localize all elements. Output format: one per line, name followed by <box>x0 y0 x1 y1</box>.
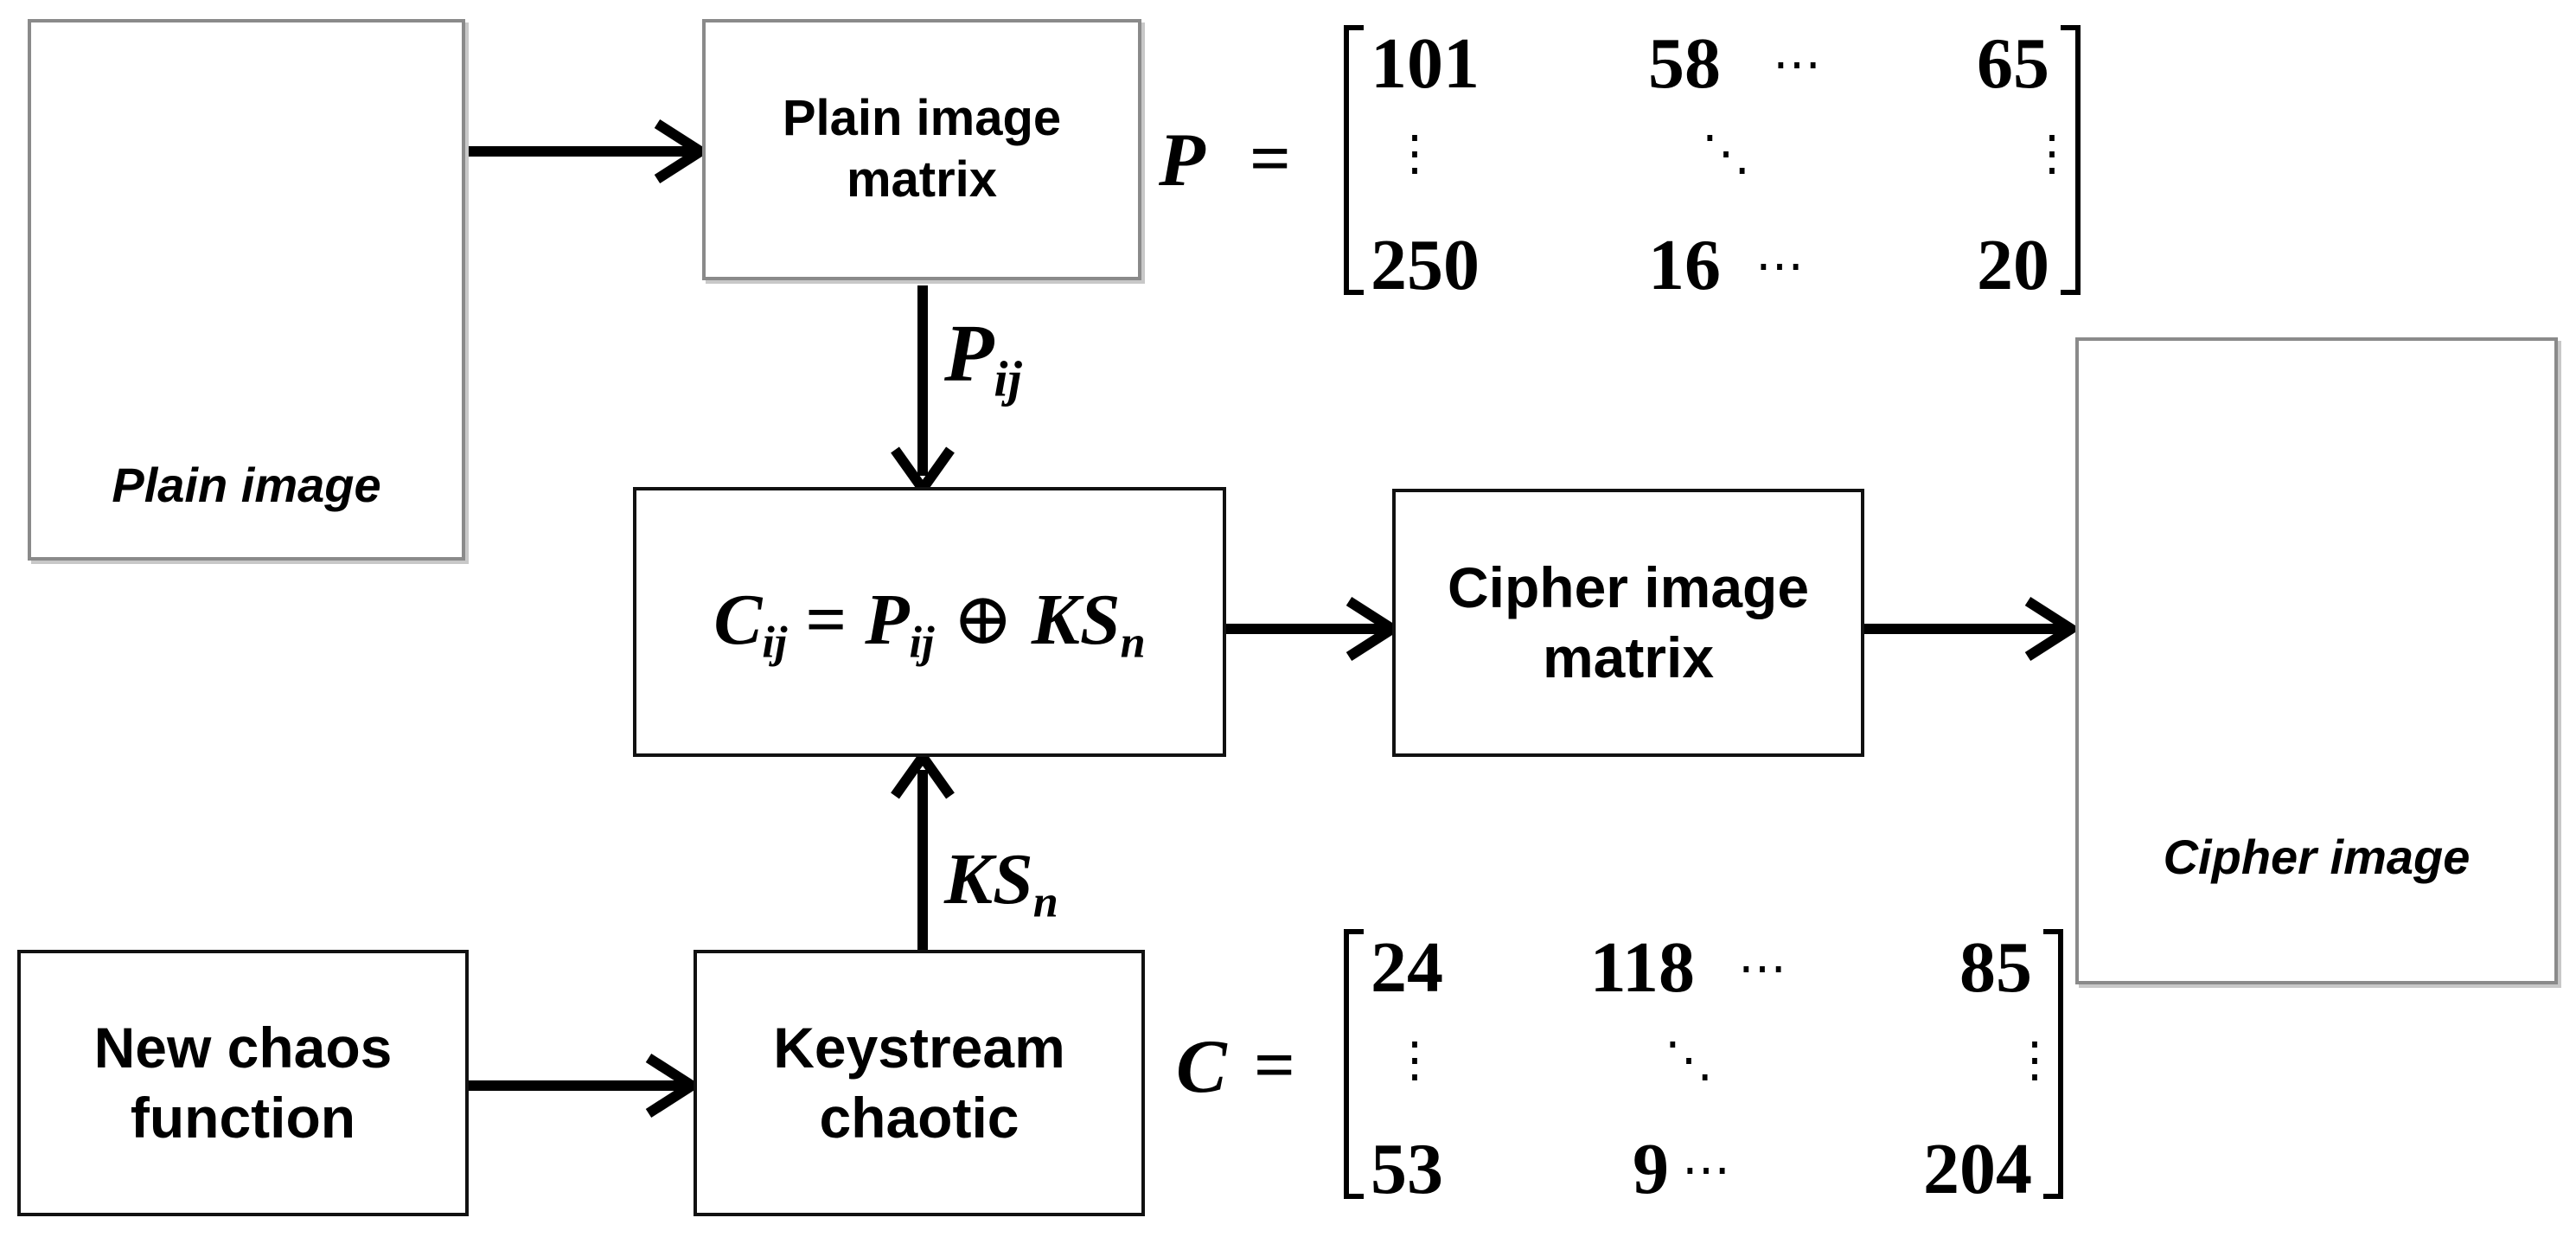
matrix-c-brackets <box>1344 929 2063 1199</box>
edge-chaos-to-keystream <box>467 1053 702 1118</box>
matrix-p-r2-vdots-right: ⋮ <box>2028 125 2076 182</box>
cipher-matrix-c: C = 24 118 ⋯ 85 ⋮ ⋱ ⋮ 53 9 ⋯ 204 <box>1176 921 2093 1209</box>
matrix-c-r1-hdots: ⋯ <box>1738 940 1787 997</box>
matrix-c-r1c4: 85 <box>1959 927 2032 1008</box>
cipher-image-frame <box>2075 337 2558 984</box>
matrix-c-r3-hdots: ⋯ <box>1682 1142 1730 1198</box>
cipher-symbol: Cij <box>713 579 788 668</box>
keystream-box: Keystream chaotic <box>694 950 1145 1216</box>
matrix-c-r1c2: 118 <box>1589 927 1695 1008</box>
xor-operation-box: Cij = Pij ⊕ KSn <box>633 487 1226 757</box>
edge-keystream-to-xor <box>891 747 955 952</box>
matrix-c-name: C <box>1176 1025 1227 1109</box>
matrix-p-r1c2: 58 <box>1648 23 1721 104</box>
pij-edge-label: Pij <box>944 309 1022 407</box>
matrix-p-r2-ddots: ⋱ <box>1702 125 1750 182</box>
plain-image-frame <box>28 19 465 561</box>
matrix-c-r1c1: 24 <box>1371 927 1443 1008</box>
edge-xor-to-cipher-matrix <box>1226 596 1403 662</box>
matrix-c-r3c2: 9 <box>1633 1129 1669 1209</box>
matrix-p-r1c4: 65 <box>1977 23 2049 104</box>
matrix-p-r3-hdots: ⋯ <box>1755 238 1804 294</box>
matrix-p-r2-vdots-left: ⋮ <box>1390 125 1439 182</box>
matrix-p-r1c1: 101 <box>1371 23 1480 104</box>
xor-operator: ⊕ <box>952 575 1013 661</box>
chaos-function-box: New chaos function <box>17 950 469 1216</box>
cipher-image-caption: Cipher image <box>2163 830 2471 884</box>
edge-image-to-matrix <box>467 119 711 184</box>
matrix-c-r2-vdots-left: ⋮ <box>1390 1032 1439 1088</box>
equals-sign: = <box>805 579 847 660</box>
ksn-edge-label: KSn <box>944 839 1058 927</box>
cipher-image-matrix-box: Cipher image matrix <box>1392 489 1864 757</box>
plain-image-caption: Plain image <box>112 458 381 512</box>
chaos-function-label: New chaos function <box>93 1016 393 1150</box>
matrix-p-equals: = <box>1250 119 1291 199</box>
matrix-c-r2-vdots-right: ⋮ <box>2010 1032 2059 1088</box>
plain-symbol: Pij <box>865 579 935 668</box>
edge-cipher-matrix-to-cipher-image <box>1863 596 2081 662</box>
matrix-p-r3c4: 20 <box>1977 225 2049 305</box>
matrix-c-equals: = <box>1254 1025 1295 1106</box>
xor-equation: Cij = Pij ⊕ KSn <box>713 576 1145 669</box>
edge-matrix-to-xor <box>891 285 955 498</box>
matrix-p-r1-hdots: ⋯ <box>1773 36 1821 93</box>
matrix-p-r3c2: 16 <box>1648 225 1721 305</box>
keystream-symbol: KSn <box>1031 579 1146 668</box>
matrix-p-name: P <box>1159 119 1205 202</box>
keystream-label: Keystream chaotic <box>773 1016 1065 1150</box>
cipher-image-matrix-label: Cipher image matrix <box>1447 555 1810 689</box>
plain-image-matrix-box: Plain image matrix <box>702 19 1141 280</box>
matrix-c-r2-ddots: ⋱ <box>1665 1032 1713 1088</box>
matrix-c-r3c4: 204 <box>1923 1129 2032 1209</box>
matrix-p-brackets <box>1344 25 2081 295</box>
plain-image-matrix-label: Plain image matrix <box>782 90 1062 208</box>
plain-matrix-p: P = 101 58 ⋯ 65 ⋮ ⋱ ⋮ 250 16 ⋯ 20 <box>1159 17 2093 305</box>
matrix-c-r3c1: 53 <box>1371 1129 1443 1209</box>
matrix-p-r3c1: 250 <box>1371 225 1480 305</box>
